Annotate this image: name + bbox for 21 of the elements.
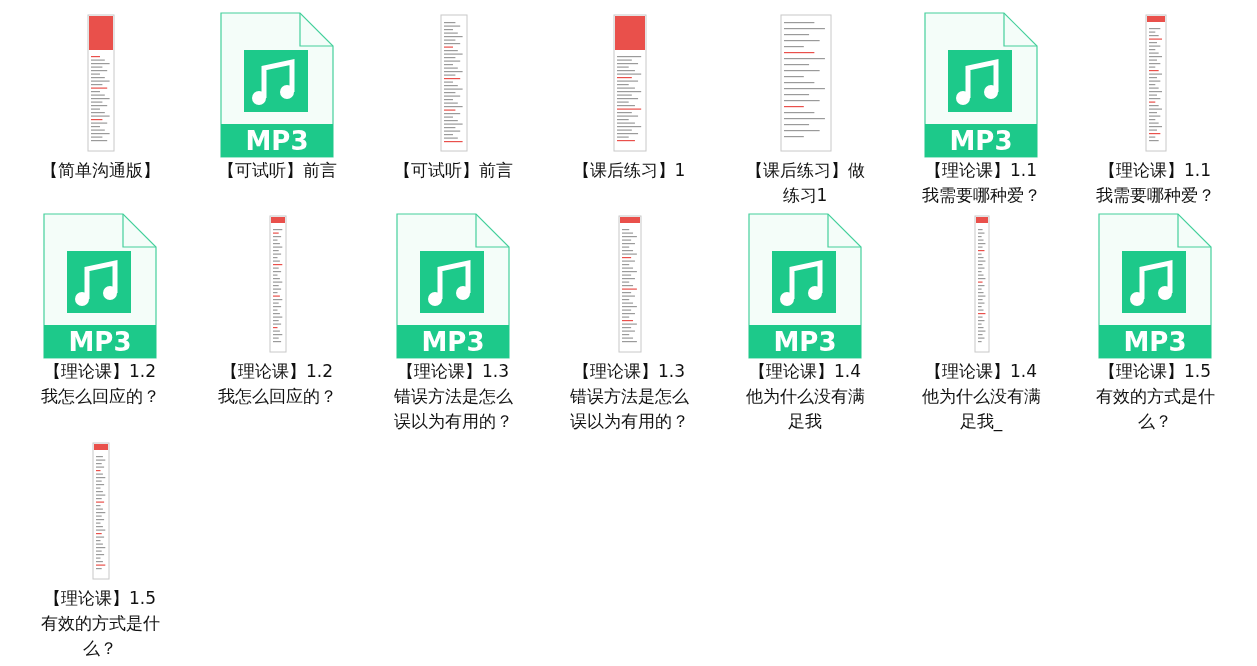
file-name: 【理论课】1.4他为什么没有满足我 [744,360,866,433]
file-type-label: MP3 [949,126,1013,156]
file-name: 【理论课】1.1我需要哪种爱？ [1094,159,1216,207]
file-name: 【理论课】1.2我怎么回应的？ [216,360,338,408]
file-name: 【理论课】1.4他为什么没有满足我_ [920,360,1042,434]
file-name: 【理论课】1.1我需要哪种爱？ [920,159,1042,207]
file-name: 【理论课】1.2我怎么回应的？ [39,360,161,408]
file-type-label: MP3 [773,327,837,357]
file-type-label: MP3 [1123,327,1187,357]
file-name: 【可试听】前言 [216,159,338,182]
file-name: 【课后练习】1 [571,159,687,182]
file-type-label: MP3 [421,327,485,357]
file-type-label: MP3 [68,327,132,357]
file-name: 【简单沟通版】 [39,159,161,182]
file-name: 【可试听】前言 [392,159,514,182]
file-name: 【理论课】1.3错误方法是怎么误以为有用的？ [568,360,690,433]
file-name: 【理论课】1.5有效的方式是什么？ [1094,360,1216,433]
file-name: 【理论课】1.5有效的方式是什么？ [39,587,161,660]
file-name: 【课后练习】做练习1 [744,159,866,207]
file-name: 【理论课】1.3错误方法是怎么误以为有用的？ [392,360,514,433]
file-type-label: MP3 [245,126,309,156]
